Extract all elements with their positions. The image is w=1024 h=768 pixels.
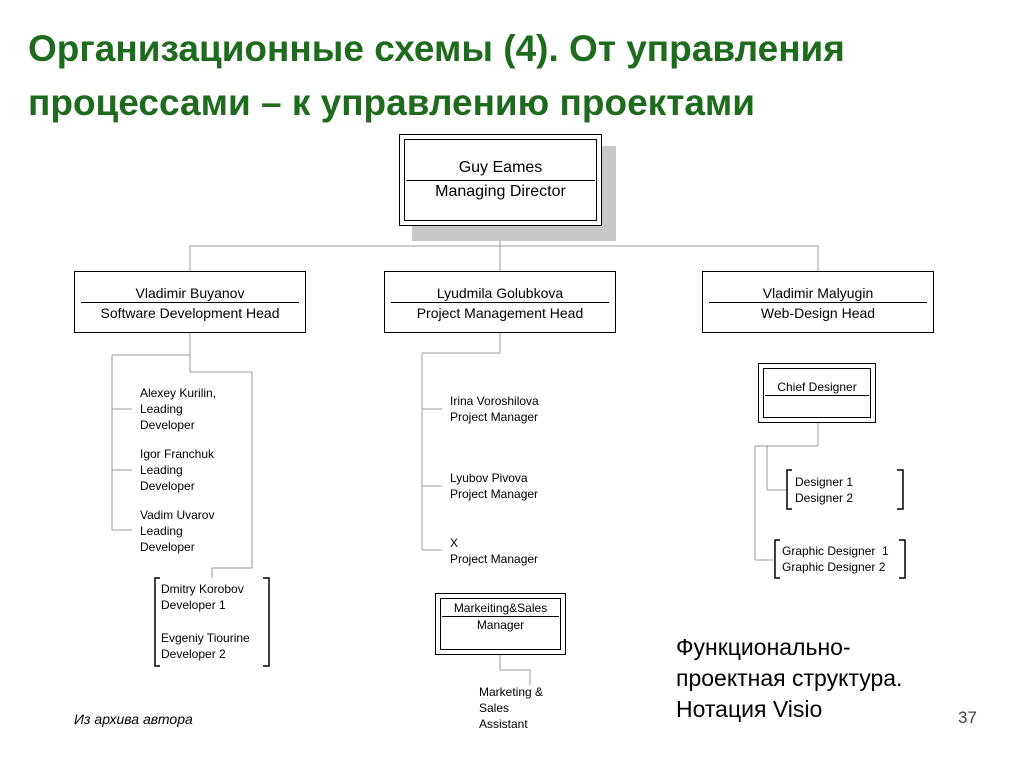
note-line: Функционально- [676, 634, 851, 660]
head-box-software: Vladimir Buyanov Software Development He… [74, 271, 306, 333]
developer-role: Leading [140, 524, 183, 538]
graphic-designer-item: Graphic Designer 2 [782, 560, 886, 574]
pm-role: Project Manager [450, 487, 539, 501]
developer-role: Leading [140, 463, 183, 477]
pm-name: Lyubov Pivova [450, 471, 528, 485]
marketing-assistant-line: Marketing & [479, 685, 544, 699]
developer-name: Vadim Uvarov [140, 508, 215, 522]
head-role: Web-Design Head [760, 305, 876, 321]
note-line: проектная структура. [676, 665, 903, 691]
developer-group-role: Developer 1 [161, 598, 226, 612]
chief-designer-label: Chief Designer [777, 380, 857, 394]
developer-group-name: Dmitry Korobov [161, 582, 244, 596]
head-role: Software Development Head [100, 305, 280, 321]
developer-item: Igor Franchuk Leading Developer [140, 446, 214, 494]
head-divider [709, 302, 927, 303]
marketing-manager-box: Markeiting&Sales Manager [435, 593, 566, 655]
head-name: Vladimir Buyanov [135, 285, 245, 301]
marketing-divider [442, 616, 559, 617]
developer-group-name: Evgeniy Tiourine [161, 631, 250, 645]
marketing-assistant-line: Sales [479, 701, 510, 715]
chief-designer-inner-frame [763, 368, 871, 418]
source-footer: Из архива автора [74, 711, 193, 727]
pm-role: Project Manager [450, 552, 539, 566]
graphic-designer-item: Graphic Designer 1 [782, 544, 889, 558]
marketing-manager-line2: Manager [476, 618, 525, 632]
page-number: 37 [958, 708, 977, 727]
head-role: Project Management Head [416, 305, 584, 321]
head-box-webdesign: Vladimir Malyugin Web-Design Head [702, 271, 934, 333]
head-divider [81, 302, 299, 303]
slide-title: Организационные схемы (4). От управления… [28, 28, 845, 123]
pm-item: Lyubov Pivova Project Manager [450, 470, 538, 502]
head-divider [391, 302, 609, 303]
pm-name: X [450, 536, 459, 550]
marketing-manager-line1: Markeiting&Sales [453, 601, 548, 615]
graphic-designers-group: Graphic Designer 1 Graphic Designer 2 [782, 543, 889, 575]
developer-group-role: Developer 2 [161, 647, 226, 661]
developer-role: Developer [140, 540, 195, 554]
head-name: Vladimir Malyugin [762, 285, 874, 301]
head-name: Lyudmila Golubkova [436, 285, 564, 301]
director-box: Guy Eames Managing Director [399, 134, 602, 226]
pm-item: X Project Manager [450, 535, 538, 567]
pm-role: Project Manager [450, 410, 539, 424]
director-role: Managing Director [435, 183, 566, 200]
chief-designer-box: Chief Designer [758, 363, 876, 423]
developer-name: Alexey Kurilin, [140, 386, 217, 400]
developer-role: Developer [140, 479, 195, 493]
director-inner-frame [404, 139, 597, 221]
pm-item: Irina Voroshilova Project Manager [450, 393, 539, 425]
designer-item: Designer 2 [795, 491, 854, 505]
designers-group: Designer 1 Designer 2 [795, 474, 853, 506]
developer-item: Vadim Uvarov Leading Developer [140, 507, 214, 555]
developer-role: Developer [140, 418, 195, 432]
head-box-project: Lyudmila Golubkova Project Management He… [384, 271, 616, 333]
structure-note: Функционально- проектная структура. Нота… [676, 632, 902, 725]
director-divider [406, 180, 595, 181]
marketing-assistant-line: Assistant [479, 717, 528, 731]
chief-designer-divider [765, 395, 869, 396]
pm-name: Irina Voroshilova [450, 394, 539, 408]
developer-group: Dmitry Korobov Developer 1 Evgeniy Tiour… [161, 581, 250, 662]
director-name: Guy Eames [458, 159, 543, 176]
note-line: Нотация Visio [676, 696, 823, 722]
designer-item: Designer 1 [795, 475, 854, 489]
developer-item: Alexey Kurilin, Leading Developer [140, 385, 216, 433]
developer-role: Leading [140, 402, 183, 416]
marketing-inner-frame [440, 598, 561, 650]
developer-name: Igor Franchuk [140, 447, 215, 461]
marketing-assistant: Marketing & Sales Assistant [479, 684, 543, 732]
